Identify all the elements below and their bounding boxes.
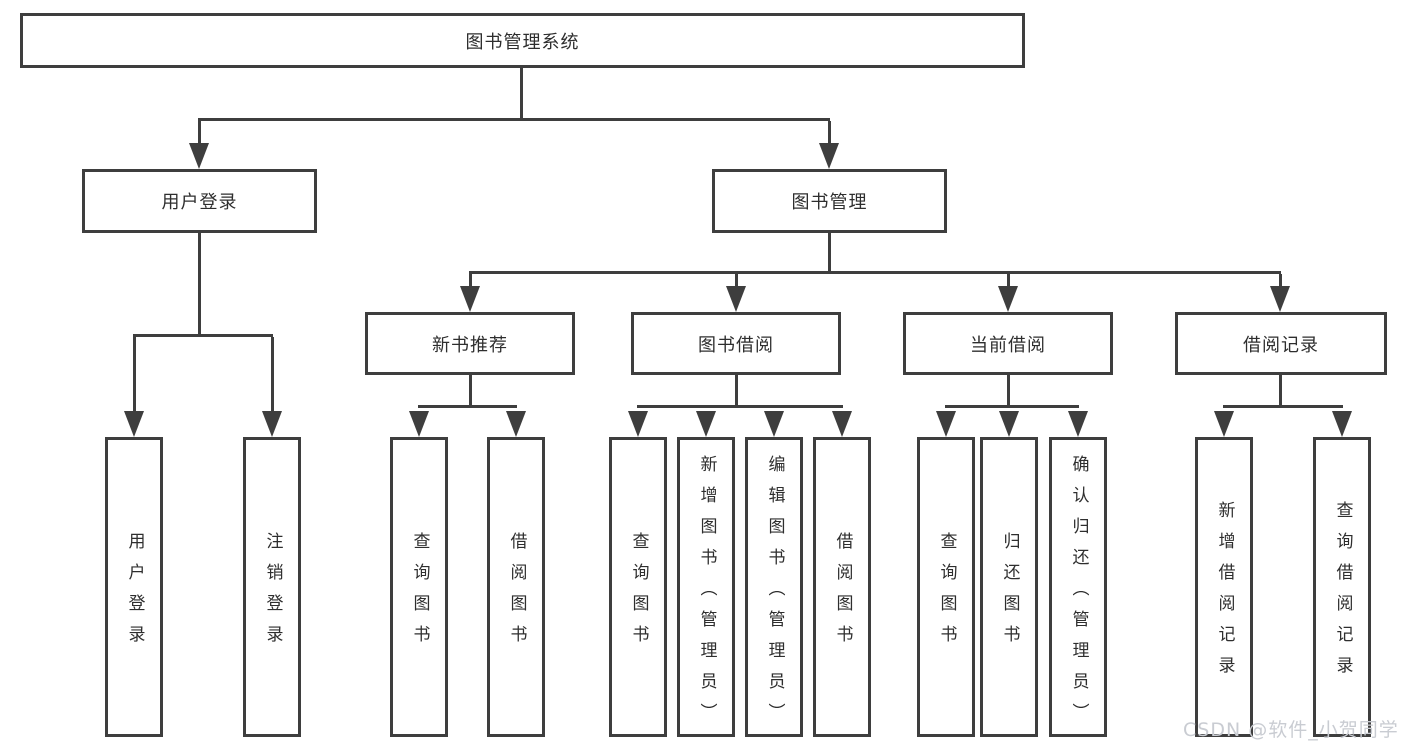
edge-line (637, 405, 843, 408)
leaf-add-borrow-record: 新增借阅记录 (1195, 437, 1253, 737)
edge-line (1279, 375, 1282, 408)
arrow-down-icon (1068, 411, 1088, 437)
arrow-down-icon (998, 286, 1018, 312)
arrow-down-icon (1270, 286, 1290, 312)
leaf-borrow-book: 借阅图书 (813, 437, 871, 737)
edge-line (1007, 375, 1010, 408)
arrow-down-icon (999, 411, 1019, 437)
edge-line (945, 405, 1079, 408)
leaf-user-login: 用户登录 (105, 437, 163, 737)
node-label: 借阅图书 (506, 532, 527, 656)
node-label: 注销登录 (262, 532, 283, 656)
edge-line (828, 121, 831, 145)
node-book-borrowing: 图书借阅 (631, 312, 841, 375)
arrow-down-icon (460, 286, 480, 312)
leaf-logout: 注销登录 (243, 437, 301, 737)
leaf-confirm-return-admin: 确认归还（管理员） (1049, 437, 1107, 737)
edge-line (418, 405, 517, 408)
leaf-query-book-borrowing: 查询图书 (609, 437, 667, 737)
edge-line (469, 271, 1281, 274)
leaf-query-book-current: 查询图书 (917, 437, 975, 737)
node-label: 用户登录 (161, 192, 238, 213)
arrow-down-icon (506, 411, 526, 437)
node-label: 用户登录 (124, 532, 145, 656)
node-user-login: 用户登录 (82, 169, 317, 233)
edge-line (520, 68, 523, 121)
csdn-watermark: CSDN @软件_小贺同学 (1183, 719, 1399, 741)
edge-line (133, 334, 273, 337)
node-new-book-recommend: 新书推荐 (365, 312, 575, 375)
node-current-borrowing: 当前借阅 (903, 312, 1113, 375)
node-book-management: 图书管理 (712, 169, 947, 233)
leaf-return-book: 归还图书 (980, 437, 1038, 737)
edge-line (735, 375, 738, 408)
arrow-down-icon (409, 411, 429, 437)
node-label: 图书管理系统 (465, 31, 580, 53)
node-label: 借阅图书 (832, 532, 853, 656)
edge-line (1007, 274, 1010, 288)
node-label: 新增图书（管理员） (696, 454, 717, 734)
edge-line (198, 121, 201, 145)
edge-line (1223, 405, 1343, 408)
node-label: 新书推荐 (432, 334, 508, 356)
edge-line (828, 233, 831, 274)
arrow-down-icon (262, 411, 282, 437)
leaf-borrow-book-recommend: 借阅图书 (487, 437, 545, 737)
arrow-down-icon (832, 411, 852, 437)
edge-line (469, 375, 472, 408)
node-label: 图书管理 (791, 192, 868, 213)
edge-line (735, 274, 738, 288)
leaf-add-book-admin: 新增图书（管理员） (677, 437, 735, 737)
node-label: 图书借阅 (698, 334, 774, 356)
node-library-management-system: 图书管理系统 (20, 13, 1025, 68)
edge-line (133, 337, 136, 413)
arrow-down-icon (764, 411, 784, 437)
arrow-down-icon (628, 411, 648, 437)
arrow-down-icon (819, 143, 839, 169)
node-label: 当前借阅 (970, 334, 1046, 356)
edge-line (469, 274, 472, 288)
node-label: 查询借阅记录 (1332, 501, 1353, 687)
edge-line (1279, 274, 1282, 288)
node-label: 确认归还（管理员） (1068, 454, 1089, 734)
arrow-down-icon (1214, 411, 1234, 437)
node-label: 新增借阅记录 (1214, 501, 1235, 687)
edge-line (198, 233, 201, 337)
leaf-query-borrow-record: 查询借阅记录 (1313, 437, 1371, 737)
leaf-edit-book-admin: 编辑图书（管理员） (745, 437, 803, 737)
arrow-down-icon (726, 286, 746, 312)
edge-line (198, 118, 830, 121)
node-label: 归还图书 (999, 532, 1020, 656)
arrow-down-icon (936, 411, 956, 437)
arrow-down-icon (696, 411, 716, 437)
leaf-query-book-recommend: 查询图书 (390, 437, 448, 737)
arrow-down-icon (1332, 411, 1352, 437)
node-borrowing-records: 借阅记录 (1175, 312, 1387, 375)
node-label: 借阅记录 (1243, 334, 1319, 356)
node-label: 查询图书 (936, 532, 957, 656)
node-label: 编辑图书（管理员） (764, 454, 785, 734)
edge-line (271, 337, 274, 413)
arrow-down-icon (189, 143, 209, 169)
arrow-down-icon (124, 411, 144, 437)
node-label: 查询图书 (628, 532, 649, 656)
node-label: 查询图书 (409, 532, 430, 656)
